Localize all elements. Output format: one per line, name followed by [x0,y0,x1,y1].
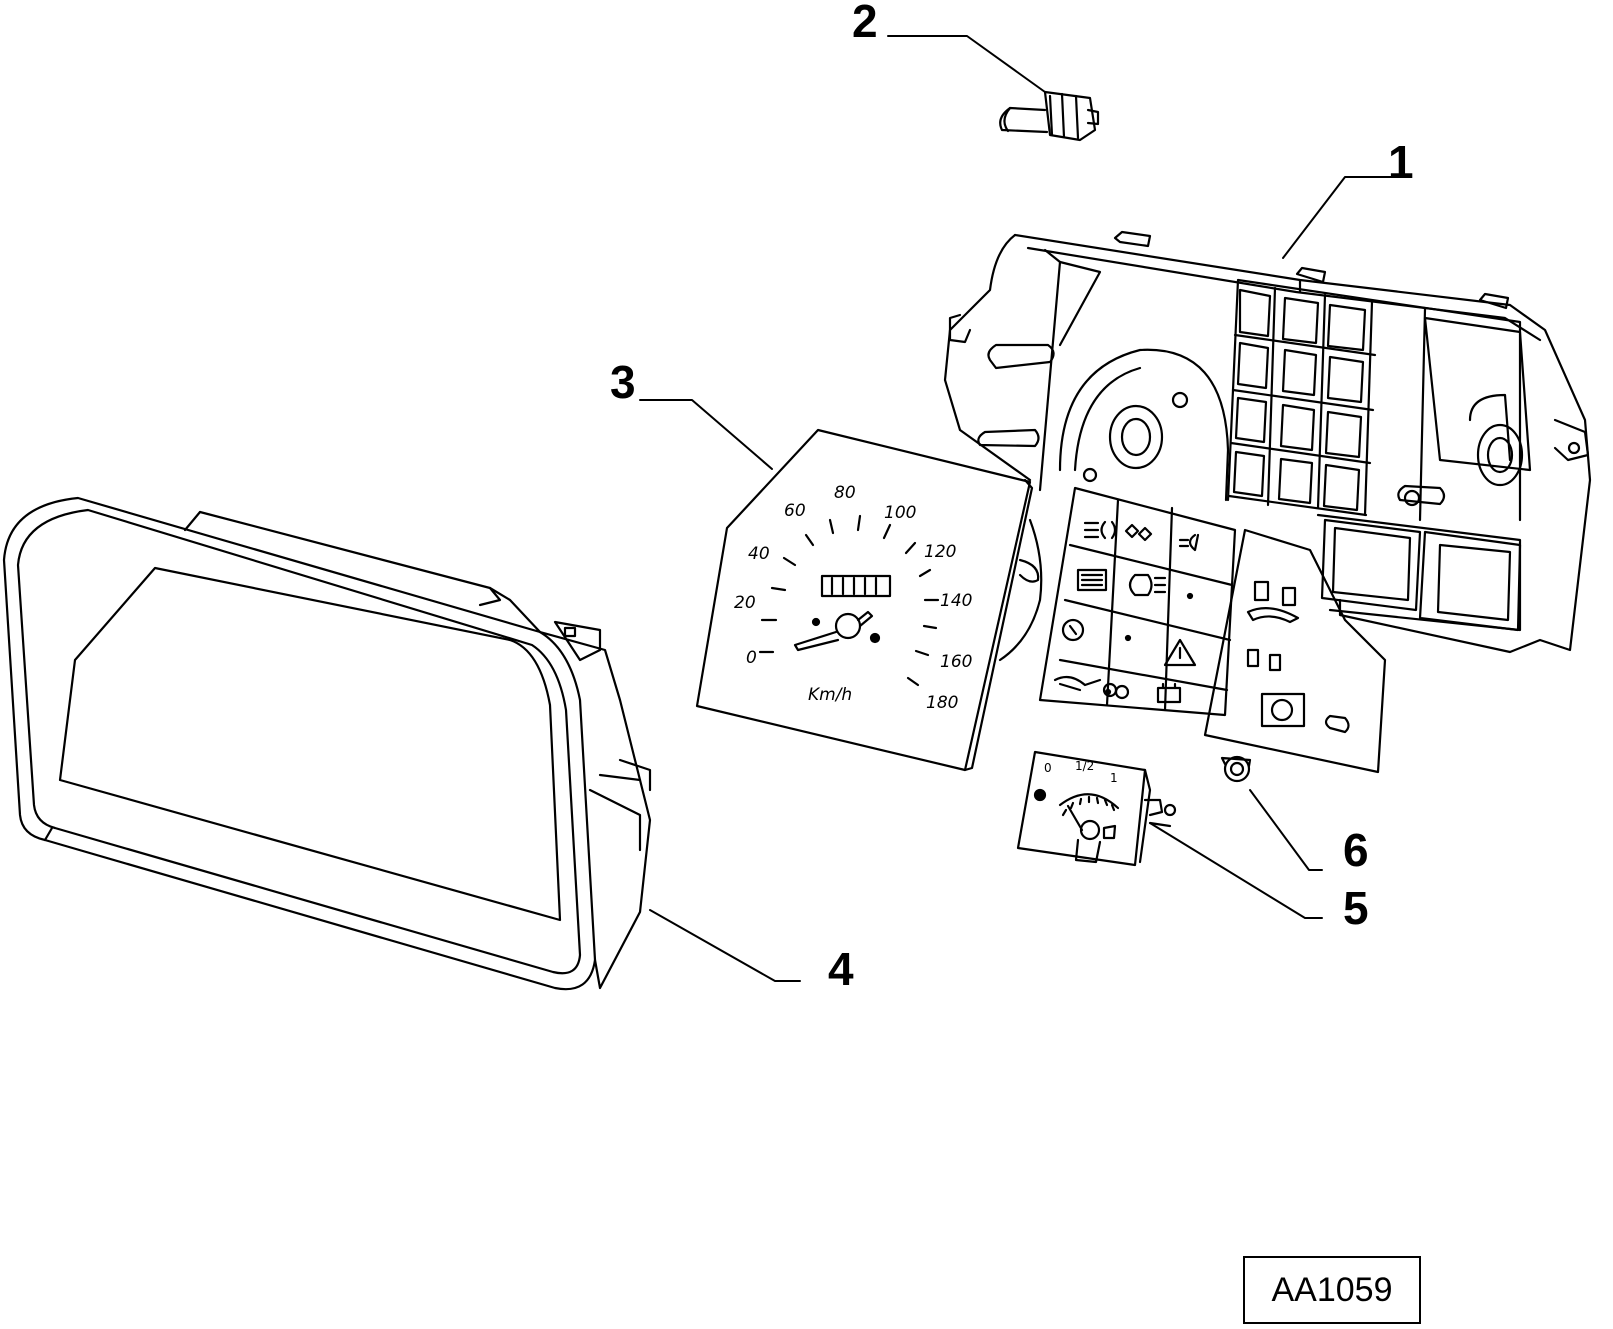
reference-code: AA1059 [1271,1270,1393,1309]
speed-label-0: 0 [746,648,757,668]
speed-label-40: 40 [748,544,770,564]
speedometer-part [695,428,1043,772]
callout-2: 2 [852,0,878,47]
callout-5: 5 [1343,882,1369,934]
speed-label-80: 80 [834,483,856,503]
speed-scale-labels: 0 20 40 60 80 100 120 140 160 180 Km/h [734,483,972,713]
instrument-housing-part [943,230,1592,654]
callout-3: 3 [610,356,636,408]
callout-1: 1 [1388,136,1414,188]
speed-label-140: 140 [940,591,972,611]
speed-label-180: 180 [926,693,958,713]
reference-code-box: AA1059 [1243,1256,1421,1324]
speed-unit-label: Km/h [808,685,852,705]
speed-label-100: 100 [884,503,916,523]
callout-4: 4 [828,943,854,995]
fuel-full-label: 1 [1110,771,1118,785]
fuel-scale-labels: 0 1/2 1 [1044,759,1118,785]
plug-part [1220,755,1252,783]
warning-light-panel-part [1038,486,1237,717]
cluster-bezel-part [2,496,652,991]
bulb-holder-part [999,90,1100,142]
fuel-empty-label: 0 [1044,761,1052,775]
speed-label-60: 60 [784,501,806,521]
callout-6: 6 [1343,824,1369,876]
fuel-gauge-part [1016,750,1177,867]
speed-label-160: 160 [940,652,972,672]
speed-label-20: 20 [734,593,756,613]
leader-lines [639,35,1406,982]
fuel-half-label: 1/2 [1075,759,1094,773]
gauge-subpanel-part [1203,528,1387,774]
speed-label-120: 120 [924,542,956,562]
